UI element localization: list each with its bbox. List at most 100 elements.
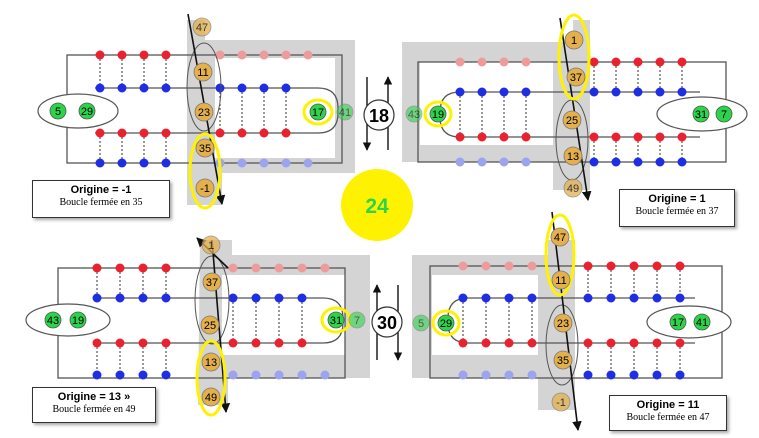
yellow-highlight: [544, 213, 576, 297]
faded-red-dots: [458, 261, 537, 271]
blue-dots: [92, 293, 307, 380]
svg-text:11: 11: [197, 67, 208, 79]
svg-text:1: 1: [571, 35, 577, 47]
origin-label: Origine = 11: [636, 399, 700, 411]
blue-dots: [95, 83, 291, 168]
svg-text:23: 23: [198, 107, 210, 119]
rungs: [462, 266, 681, 375]
svg-text:29: 29: [440, 318, 452, 330]
origin-box-bottom-left: Origine = 13 » Boucle fermée en 49: [32, 387, 156, 423]
left-loop-ellipse: [37, 93, 119, 129]
step-circle: [371, 306, 403, 338]
svg-text:35: 35: [199, 143, 211, 155]
faded-red-dots: [455, 57, 531, 67]
node: 37: [566, 67, 586, 87]
node: 23: [553, 313, 573, 333]
node: 7: [715, 105, 733, 123]
svg-text:49: 49: [205, 392, 217, 404]
origin-box-top-right: Origine = 1 Boucle fermée en 37: [619, 189, 735, 227]
origin-label: Origine = 13 »: [57, 391, 131, 403]
node: -1: [551, 392, 571, 412]
grey-band: [402, 20, 590, 190]
svg-text:7: 7: [721, 109, 727, 121]
node: 37: [202, 272, 222, 292]
step-number: 30: [377, 313, 397, 333]
faded-blue-dots: [458, 370, 537, 380]
origin-box-bottom-right: Origine = 11 Boucle fermée en 47: [609, 395, 727, 431]
node: 13: [563, 146, 583, 166]
blue-dots: [458, 293, 685, 380]
panel-bottom-right: 5 29 47 11 23 35 -1 17 41: [412, 211, 732, 431]
svg-text:31: 31: [330, 315, 342, 327]
node: 35: [553, 350, 573, 370]
rungs: [99, 55, 287, 163]
node: 47: [550, 227, 570, 247]
yellow-highlight: [188, 132, 222, 210]
svg-text:49: 49: [567, 183, 579, 195]
panel-top-right: 43 19 1 37 25 13 49 31 7: [402, 13, 748, 201]
node: 17: [669, 313, 687, 331]
svg-text:25: 25: [566, 115, 578, 127]
node: 25: [562, 110, 582, 130]
svg-text:19: 19: [72, 315, 84, 327]
node: 41: [693, 313, 711, 331]
loop-label: Boucle fermée en 47: [626, 412, 710, 423]
diagonal-arrow-icon: [559, 17, 592, 201]
svg-text:41: 41: [696, 317, 708, 329]
yellow-highlight: [302, 98, 334, 126]
diag-ellipse: [194, 255, 230, 345]
svg-text:13: 13: [567, 151, 579, 163]
svg-text:43: 43: [47, 315, 59, 327]
svg-text:29: 29: [81, 106, 93, 118]
svg-text:13: 13: [205, 357, 217, 369]
node: 19: [429, 105, 447, 123]
svg-text:5: 5: [418, 318, 424, 330]
node: 17: [309, 103, 327, 121]
panel-bottom-left: 43 19 1 37 25 13 49 31 7 30: [25, 235, 403, 417]
grey-band: [187, 20, 355, 205]
center-circle: [341, 169, 413, 241]
node: 49: [201, 387, 221, 407]
diag-ellipse: [186, 42, 222, 132]
node: 1: [564, 30, 584, 50]
svg-text:37: 37: [206, 277, 218, 289]
node: 49: [563, 178, 583, 198]
svg-text:5: 5: [55, 106, 61, 118]
svg-text:41: 41: [339, 107, 351, 119]
svg-text:17: 17: [672, 317, 684, 329]
yellow-highlight: [431, 309, 461, 337]
node: 11: [551, 270, 571, 290]
node: 11: [193, 62, 213, 82]
yellow-highlight: [195, 339, 227, 417]
svg-text:37: 37: [570, 72, 582, 84]
node: -1: [195, 178, 215, 198]
rungs: [96, 268, 303, 375]
node: 31: [692, 105, 710, 123]
red-dots: [458, 261, 685, 348]
origin-box-top-left: Origine = -1 Boucle fermée en 35: [32, 180, 170, 218]
left-loop-ellipse: [25, 303, 111, 337]
node: 29: [437, 314, 455, 332]
inner-loop: [95, 87, 339, 134]
diag-ellipse: [545, 304, 579, 386]
faded-red-dots: [215, 50, 313, 60]
node: 29: [78, 102, 96, 120]
node: 31: [327, 311, 345, 329]
svg-text:19: 19: [432, 109, 444, 121]
red-dots: [92, 263, 307, 348]
node: 23: [194, 102, 214, 122]
svg-text:17: 17: [312, 107, 324, 119]
grey-band: [198, 240, 370, 405]
center-number: 24: [365, 195, 389, 218]
loop-label: Boucle fermée en 37: [635, 206, 719, 217]
svg-text:31: 31: [695, 109, 707, 121]
node: 25: [200, 315, 220, 335]
svg-text:-1: -1: [200, 183, 210, 195]
faded-blue-dots: [455, 157, 531, 167]
node: 43: [44, 311, 62, 329]
grey-band: [412, 240, 575, 410]
loop-label: Boucle fermée en 49: [52, 404, 136, 415]
svg-text:43: 43: [408, 109, 420, 121]
blue-dots: [455, 87, 687, 167]
svg-text:23: 23: [557, 318, 569, 330]
